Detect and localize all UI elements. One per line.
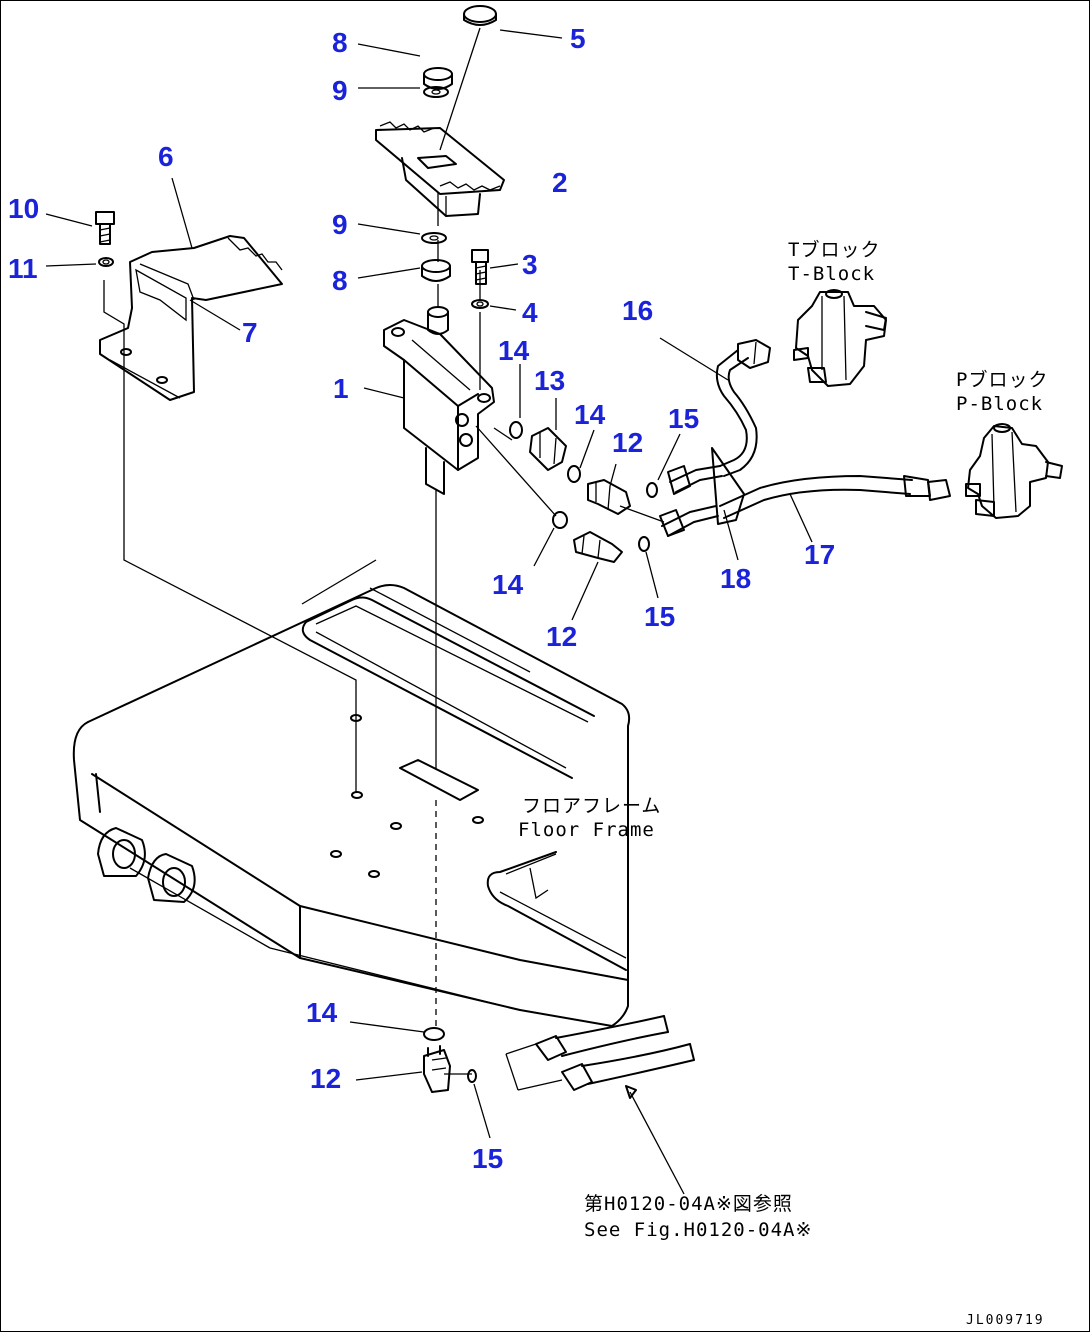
callout-2: 2	[552, 167, 568, 198]
bracket-assembly	[95, 211, 283, 401]
drawing-code: JL009719	[966, 1313, 1045, 1328]
callout-10: 10	[8, 193, 39, 224]
see-figure-note-en: See Fig.H0120-04A※	[584, 1219, 812, 1241]
callout-14-a: 14	[498, 335, 530, 366]
callout-18: 18	[720, 563, 751, 594]
callout-5: 5	[570, 23, 586, 54]
callout-3: 3	[522, 249, 538, 280]
callout-leaders	[45, 29, 813, 1139]
callout-15-b: 15	[644, 601, 675, 632]
floor-frame	[72, 559, 631, 1027]
callout-12-b: 12	[546, 621, 577, 652]
callout-17: 17	[804, 539, 835, 570]
callout-numbers: 1 2 3 4 5 6 7 8 9 9 8 10 11 14 13 14 12 …	[8, 23, 835, 1174]
assembly-lines	[103, 192, 665, 1075]
see-figure-note-jp: 第H0120-04A※図参照	[584, 1193, 793, 1215]
valve-body	[383, 306, 495, 495]
callout-15-a: 15	[668, 403, 699, 434]
callout-8-mid: 8	[332, 265, 348, 296]
callout-8-top: 8	[332, 27, 348, 58]
fittings	[423, 421, 658, 1093]
t-block-label-jp: Tブロック	[788, 238, 880, 261]
floor-frame-label-jp: フロアフレーム	[522, 795, 661, 817]
callout-11: 11	[8, 253, 38, 284]
callout-9-top: 9	[332, 75, 348, 106]
hoses	[659, 339, 951, 537]
p-block-label-jp: Pブロック	[956, 368, 1048, 391]
floor-frame-label-en: Floor Frame	[518, 819, 655, 841]
callout-14-b: 14	[574, 399, 606, 430]
t-block-label-en: T-Block	[788, 263, 875, 285]
callout-14-d: 14	[306, 997, 338, 1028]
p-block	[965, 423, 1063, 519]
callout-12-a: 12	[612, 427, 643, 458]
callout-6: 6	[158, 141, 174, 172]
p-block-label-en: P-Block	[956, 393, 1043, 415]
callout-4: 4	[522, 297, 538, 328]
callout-13: 13	[534, 365, 565, 396]
callout-14-c: 14	[492, 569, 524, 600]
callout-15-c: 15	[472, 1143, 503, 1174]
annotations: Tブロック T-Block Pブロック P-Block フロアフレーム Floo…	[518, 238, 1048, 1328]
bottom-hoses	[505, 1015, 695, 1195]
callout-1: 1	[333, 373, 349, 404]
callout-7: 7	[242, 317, 258, 348]
callout-12-c: 12	[310, 1063, 341, 1094]
pedal-assembly	[375, 5, 505, 309]
callout-9-mid: 9	[332, 209, 348, 240]
callout-16: 16	[622, 295, 653, 326]
t-block	[793, 289, 887, 387]
